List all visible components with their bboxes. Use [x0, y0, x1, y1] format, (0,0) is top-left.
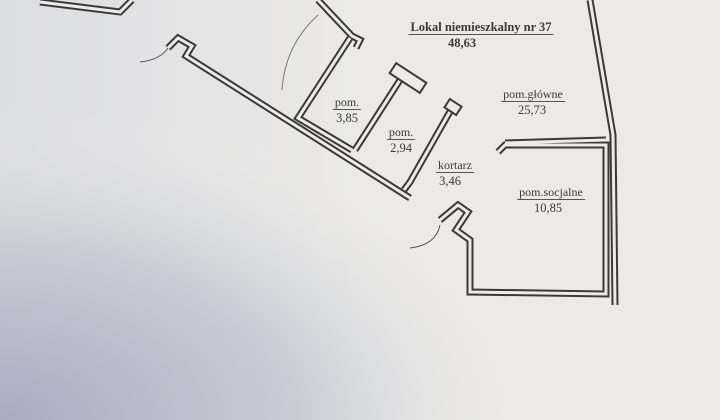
room-area: 3,85	[336, 111, 358, 125]
room-area: 25,73	[517, 103, 547, 117]
room-name: pom.	[332, 95, 362, 110]
room-area: 3,46	[439, 174, 461, 188]
door-arc	[281, 14, 319, 91]
door-arc	[409, 224, 441, 249]
room-area: 10,85	[533, 201, 563, 215]
walls	[39, 0, 619, 306]
wall-cap	[443, 97, 463, 117]
room-label: kortarz	[436, 158, 474, 173]
room-label: pom.	[332, 95, 362, 110]
door-arc	[139, 47, 169, 63]
room-name: pom.	[386, 125, 416, 140]
room-name: pom.socjalne	[517, 185, 585, 200]
room-name: kortarz	[436, 158, 474, 173]
room-label: pom.socjalne	[517, 185, 585, 200]
room-name: pom.główne	[501, 87, 565, 102]
unit-title-text: Lokal niemieszkalny nr 37	[408, 20, 554, 35]
room-label: pom.	[386, 125, 416, 140]
unit-title: Lokal niemieszkalny nr 37	[408, 20, 554, 35]
wall-cap	[388, 61, 428, 95]
room-area: 2,94	[390, 141, 412, 155]
room-label: pom.główne	[501, 87, 565, 102]
unit-total-area: 48,63	[447, 36, 477, 50]
